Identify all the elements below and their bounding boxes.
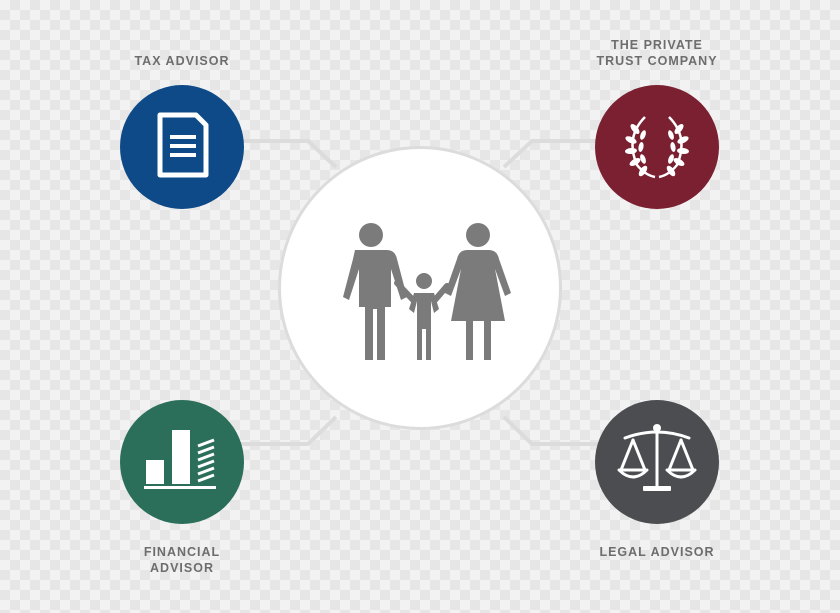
legal-advisor-label: LEGAL ADVISOR [599,545,715,559]
connector-legal [502,415,600,446]
connector-trust [502,139,600,169]
family-icon [343,223,511,360]
laurel-wreath-icon [625,116,689,179]
bar-chart-icon [144,430,216,489]
document-icon [157,112,209,178]
scales-of-justice-icon [617,424,697,491]
family-circle [278,146,562,430]
tax-advisor-label: TAX ADVISOR [134,54,230,68]
legal-advisor-node[interactable] [595,400,719,524]
trust-company-label: THE PRIVATE TRUST COMPANY [596,38,718,68]
tax-advisor-node[interactable] [120,85,244,209]
connector-tax [240,139,338,169]
connector-financial [240,415,338,446]
financial-advisor-label: FINANCIAL ADVISOR [143,545,221,575]
financial-advisor-node[interactable] [120,400,244,524]
trust-company-node[interactable] [595,85,719,209]
